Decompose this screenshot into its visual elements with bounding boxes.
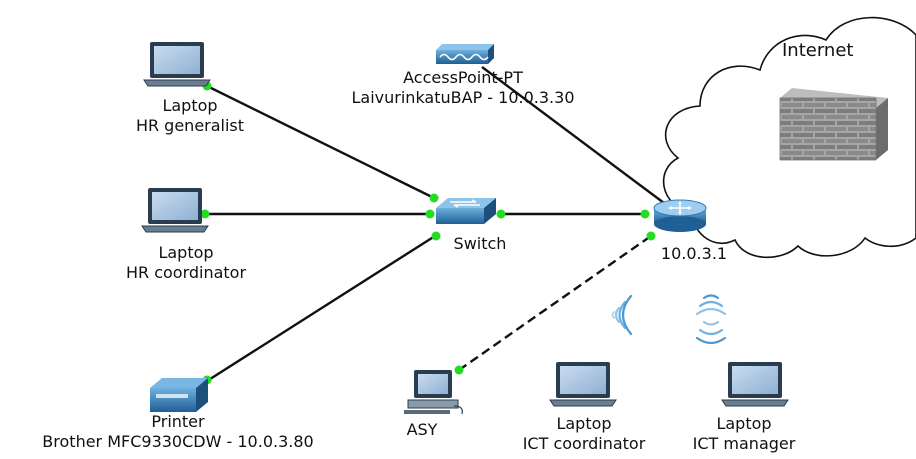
link-accesspoint-router [481,66,665,204]
label-line: ICT coordinator [522,434,646,453]
switch-icon[interactable] [436,198,496,224]
label-line: AccessPoint-PT [403,68,523,87]
port-indicators [200,81,656,385]
label-line: 10.0.3.1 [660,244,728,263]
label-line: Laptop [716,414,772,433]
wireless-signal-icon [695,294,727,345]
laptop-icon[interactable] [143,42,211,87]
laptop-ict-coordinator-label: Laptop ICT coordinator [484,414,684,454]
firewall-icon [779,88,888,161]
asy-label: ASY [392,420,452,440]
printer-icon[interactable] [150,378,208,412]
internet-cloud: Internet [662,16,916,259]
label-line: Brother MFC9330CDW - 10.0.3.80 [42,432,314,451]
printer-label: Printer Brother MFC9330CDW - 10.0.3.80 [8,412,348,452]
label-line: Printer [151,412,205,431]
label-line: Switch [453,234,507,253]
laptop-hr-generalist-label: Laptop HR generalist [120,96,260,136]
laptop-icon[interactable] [721,362,789,407]
label-line: LaivurinkatuBAP - 10.0.3.30 [351,88,575,107]
laptop-hr-coordinator-label: Laptop HR coordinator [96,243,276,283]
pc-icon[interactable] [404,370,463,415]
label-line: Laptop [162,96,218,115]
laptop-ict-manager-label: Laptop ICT manager [664,414,824,454]
links [205,66,665,383]
laptop-icon[interactable] [549,362,617,407]
label-line: Laptop [158,243,214,262]
switch-label: Switch [440,234,520,254]
cloud-label: Internet [782,40,853,61]
router-icon[interactable] [653,199,707,232]
label-line: ICT manager [692,434,796,453]
label-line: ASY [406,420,438,439]
access-point-label: AccessPoint-PT LaivurinkatuBAP - 10.0.3.… [318,68,608,108]
link-hr-generalist-switch [206,84,435,200]
label-line: Laptop [556,414,612,433]
wireless-signal-icon [611,294,633,336]
router-label: 10.0.3.1 [644,244,744,264]
label-line: HR generalist [135,116,245,135]
link-asy-router [458,235,652,371]
link-printer-switch [206,234,436,383]
access-point-icon[interactable] [436,44,494,64]
laptop-icon[interactable] [141,188,209,233]
label-line: HR coordinator [125,263,247,282]
